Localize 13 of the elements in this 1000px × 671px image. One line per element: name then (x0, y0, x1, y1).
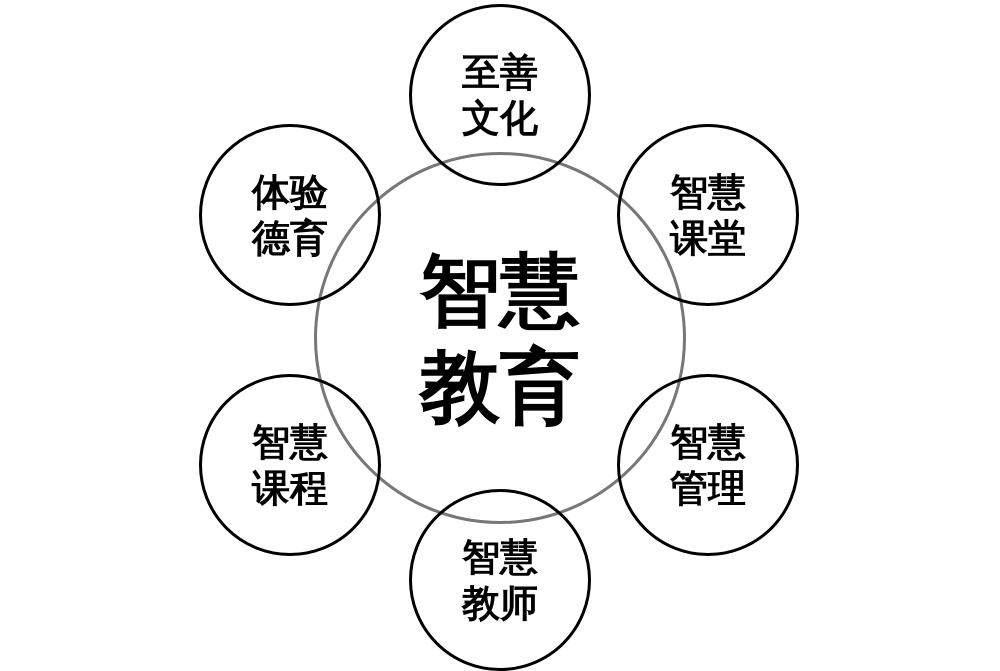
node-label: 智慧管理 (668, 419, 747, 511)
circle-node (409, 489, 591, 671)
node-label: 至善文化 (460, 49, 539, 141)
circle-node (617, 374, 799, 556)
circle-node (409, 4, 591, 186)
circle-node (617, 124, 799, 306)
circle-node (199, 124, 381, 306)
circle-node (199, 374, 381, 556)
node-label: 智慧教师 (460, 534, 539, 626)
node-label: 体验德育 (250, 169, 329, 261)
center-title: 智慧教育 (418, 242, 581, 434)
node-label: 智慧课堂 (668, 169, 747, 261)
node-label: 智慧课程 (250, 419, 329, 511)
